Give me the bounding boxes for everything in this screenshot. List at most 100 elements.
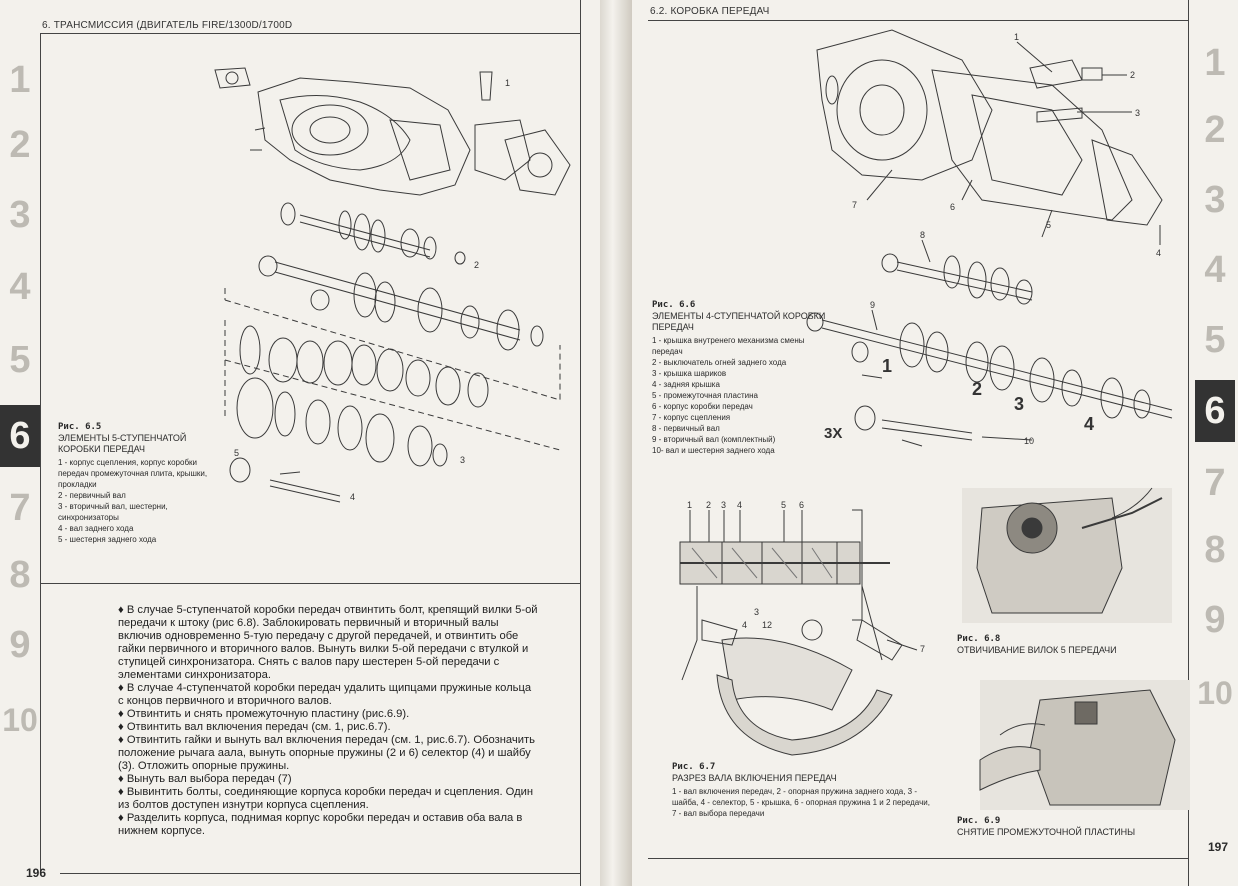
fig67-title: Рис. 6.7 — [672, 762, 716, 772]
fig66-item-3: 3 - крышка шариков — [652, 369, 727, 378]
fig65-callout-1: 1 — [505, 78, 510, 88]
fig67-callout-6: 6 — [799, 500, 804, 510]
fig66-callout-9: 9 — [870, 300, 875, 310]
fig68-caption: Рис. 6.8 ОТВИЧИВАНИЕ ВИЛОК 5 ПЕРЕДАЧИ — [957, 634, 1177, 658]
chapter-tab-10[interactable]: 10 — [2, 702, 38, 738]
fig66-item-1: 1 - крышка внутренего механизма смены пе… — [652, 336, 805, 356]
fig65-item-1: 1 - корпус сцепления, корпус коробки пер… — [58, 458, 208, 489]
fig66-callout-4: 4 — [1156, 248, 1161, 258]
fig67-callout-3: 3 — [721, 500, 726, 510]
instruction-paragraph: ♦ Отвинтить гайки и вынуть вал включения… — [118, 734, 535, 772]
instructions-body: ♦ В случае 5-ступенчатой коробки передач… — [118, 604, 538, 838]
fig66-item-5: 5 - промежуточная пластина — [652, 391, 758, 400]
chapter-tab-4[interactable]: 4 — [1204, 249, 1226, 291]
fig66-title: Рис. 6.6 — [652, 300, 696, 310]
chapter-tab-7[interactable]: 7 — [1204, 462, 1226, 504]
fig66-item-9: 9 - вторичный вал (комплектный) — [652, 435, 776, 444]
fig67-callout-7: 7 — [920, 644, 925, 654]
instruction-paragraph: ♦ Вынуть вал выбора передач (7) — [118, 773, 292, 785]
header-rule — [648, 20, 1188, 21]
fig65-item-5: 5 - шестерня заднего хода — [58, 535, 157, 544]
fig67-items: 1 - вал включения передач, 2 - опорная п… — [672, 787, 930, 818]
fig65-callout-2: 2 — [474, 260, 479, 270]
fig66-callout-2: 2 — [1130, 70, 1135, 80]
right-margin-line — [1188, 0, 1189, 886]
fig65-item-2: 2 - первичный вал — [58, 491, 126, 500]
footer-rule — [60, 873, 580, 874]
chapter-tab-10[interactable]: 10 — [1197, 675, 1233, 711]
fig66-caption: Рис. 6.6 ЭЛЕМЕНТЫ 4-СТУПЕНЧАТОЙ КОРОБКИ … — [652, 300, 827, 456]
right-page-number: 197 — [1208, 840, 1229, 854]
fig67-inner-3: 3 — [754, 607, 759, 617]
fig66-item-2: 2 - выключатель огней заднего хода — [652, 358, 787, 367]
fig65-callout-3: 3 — [460, 455, 465, 465]
gear-label-2: 2 — [972, 379, 982, 399]
instruction-paragraph: ♦ Отвинтить и снять промежуточную пласти… — [118, 708, 410, 720]
right-page: 6.2. КОРОБКА ПЕРЕДАЧ 1 2 3 4 5 6 7 8 9 1… — [632, 0, 1238, 886]
left-border — [40, 33, 41, 873]
quantity-multiplier: 3X — [824, 425, 842, 442]
fig66-callout-1: 1 — [1014, 32, 1019, 42]
instruction-paragraph: ♦ В случае 5-ступенчатой коробки передач… — [118, 604, 538, 681]
fig67-inner-12: 12 — [762, 620, 772, 630]
four-speed-gearbox-diagram: 1 2 3 4 5 6 7 8 9 10 1 2 3 4 3X — [806, 29, 1173, 447]
instruction-paragraph: ♦ Вывинтить болты, соединяющие корпуса к… — [118, 786, 534, 811]
fig69-caption: Рис. 6.9 СНЯТИЕ ПРОМЕЖУТОЧНОЙ ПЛАСТИНЫ — [957, 816, 1187, 840]
fig66-item-7: 7 - корпус сцепления — [652, 413, 731, 422]
fig67-subtitle: РАЗРЕЗ ВАЛА ВКЛЮЧЕНИЯ ПЕРЕДАЧ — [672, 773, 837, 783]
instruction-paragraph: ♦ В случае 4-ступенчатой коробки передач… — [118, 682, 532, 707]
fig69-photo — [979, 680, 1190, 810]
fig65-item-3: 3 - вторичный вал, шестерни, синхронизат… — [58, 502, 168, 522]
fig66-item-6: 6 - корпус коробки передач — [652, 402, 753, 411]
chapter-tab-3[interactable]: 3 — [1204, 179, 1226, 221]
instruction-paragraph: ♦ Отвинтить вал включения передач (см. 1… — [118, 721, 391, 733]
fig66-subtitle: ЭЛЕМЕНТЫ 4-СТУПЕНЧАТОЙ КОРОБКИ ПЕРЕДАЧ — [652, 311, 826, 332]
fig65-subtitle: ЭЛЕМЕНТЫ 5-СТУПЕНЧАТОЙ КОРОБКИ ПЕРЕДАЧ — [58, 433, 187, 454]
chapter-tab-7[interactable]: 7 — [9, 487, 31, 529]
fig66-callout-5: 5 — [1046, 220, 1051, 230]
left-page-header: 6. ТРАНСМИССИЯ (ДВИГАТЕЛЬ FIRE/1300D/170… — [42, 20, 293, 31]
chapter-tab-5[interactable]: 5 — [1204, 319, 1226, 361]
chapter-tab-2[interactable]: 2 — [1204, 109, 1226, 151]
right-border — [580, 0, 581, 886]
chapter-tab-3[interactable]: 3 — [9, 194, 31, 236]
fig67-caption: Рис. 6.7 РАЗРЕЗ ВАЛА ВКЛЮЧЕНИЯ ПЕРЕДАЧ 1… — [672, 762, 932, 819]
header-rule — [40, 33, 580, 34]
footer-rule — [648, 858, 1188, 859]
left-page: 6. ТРАНСМИССИЯ (ДВИГАТЕЛЬ FIRE/1300D/170… — [0, 0, 600, 886]
chapter-tab-2[interactable]: 2 — [9, 124, 31, 166]
chapter-tab-6[interactable]: 6 — [1195, 380, 1235, 442]
fig67-callout-1: 1 — [687, 500, 692, 510]
chapter-tab-8[interactable]: 8 — [9, 554, 31, 596]
gear-label-1: 1 — [882, 356, 892, 376]
fig68-title: Рис. 6.8 — [957, 634, 1001, 644]
exploded-gearbox-diagram: 1 2 3 4 5 — [214, 67, 571, 503]
fig67-inner-4: 4 — [742, 620, 747, 630]
chapter-tab-9[interactable]: 9 — [1204, 599, 1226, 641]
fig66-callout-3: 3 — [1135, 108, 1140, 118]
gear-label-3: 3 — [1014, 394, 1024, 414]
chapter-tab-1[interactable]: 1 — [1204, 42, 1226, 84]
fig68-photo — [962, 487, 1172, 623]
fig65-callout-4: 4 — [350, 492, 355, 502]
chapter-tab-1[interactable]: 1 — [9, 59, 31, 101]
fig66-callout-8: 8 — [920, 230, 925, 240]
fig65-callout-5: 5 — [234, 448, 239, 458]
fig69-title: Рис. 6.9 — [957, 816, 1001, 826]
fig66-item-10: 10- вал и шестерня заднего хода — [652, 446, 775, 455]
chapter-tab-9[interactable]: 9 — [9, 624, 31, 666]
fig66-item-8: 8 - первичный вал — [652, 424, 720, 433]
fig65-item-4: 4 - вал заднего хода — [58, 524, 134, 533]
instruction-paragraph: ♦ Разделить корпуса, поднимая корпус кор… — [118, 812, 523, 837]
right-page-header: 6.2. КОРОБКА ПЕРЕДАЧ — [650, 6, 770, 17]
chapter-tab-5[interactable]: 5 — [9, 339, 31, 381]
fig68-subtitle: ОТВИЧИВАНИЕ ВИЛОК 5 ПЕРЕДАЧИ — [957, 645, 1117, 655]
chapter-tab-6[interactable]: 6 — [0, 405, 40, 467]
chapter-tab-4[interactable]: 4 — [9, 266, 31, 308]
fig66-callout-7: 7 — [852, 200, 857, 210]
chapter-tab-8[interactable]: 8 — [1204, 529, 1226, 571]
fig66-item-4: 4 - задняя крышка — [652, 380, 720, 389]
fig65-title: Рис. 6.5 — [58, 422, 102, 432]
book-gutter — [600, 0, 632, 886]
shift-shaft-section-diagram: 1 2 3 4 5 6 7 3 4 12 — [679, 500, 925, 756]
